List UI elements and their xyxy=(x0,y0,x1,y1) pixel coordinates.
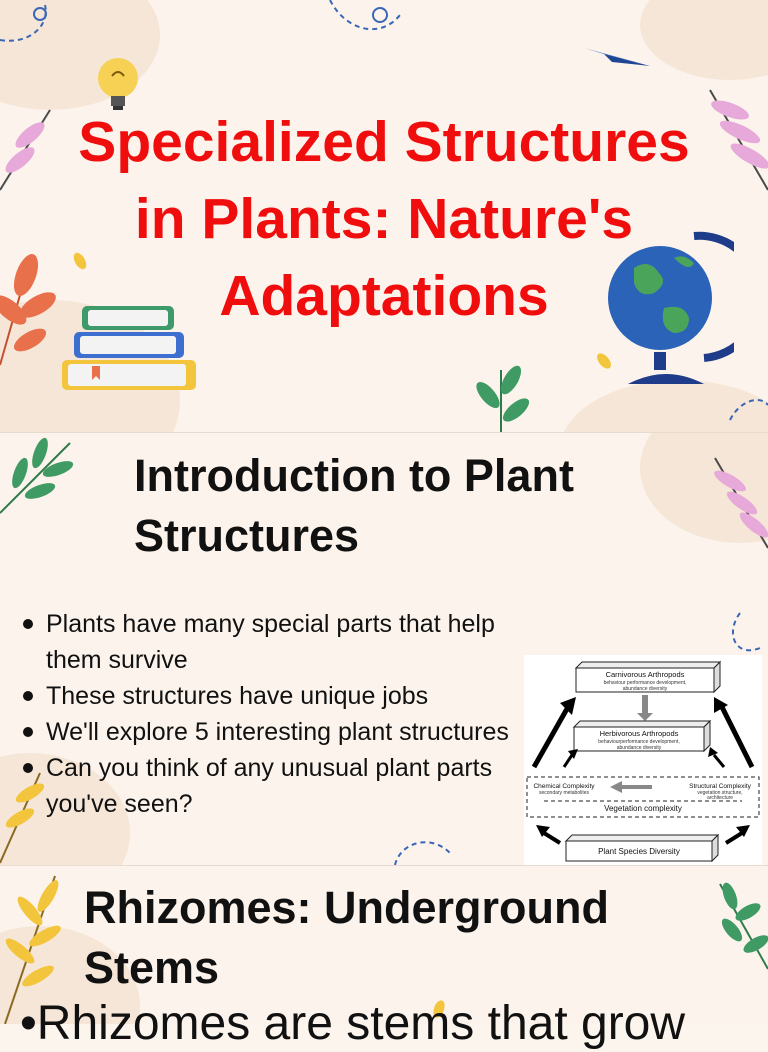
rhizome-bullet-partial: •Rhizomes are stems that grow xyxy=(20,997,686,1050)
diagram-label: behaviour performance development, xyxy=(604,680,687,686)
bullet-item: Can you think of any unusual plant parts… xyxy=(20,750,520,822)
slide-divider xyxy=(0,432,768,433)
bullet-item: We'll explore 5 interesting plant struct… xyxy=(20,714,520,750)
diagram-label: vegetation structure, xyxy=(697,790,742,796)
slide-title: Specialized Structures in Plants: Nature… xyxy=(0,0,768,432)
slide-heading: Rhizomes: Underground Stems xyxy=(84,878,724,998)
title-line: in Plants: Nature's xyxy=(134,187,634,251)
slide-rhizomes xyxy=(0,866,768,1024)
diagram-label: Carnivorous Arthropods xyxy=(606,670,685,679)
slide-heading: Introduction to Plant Structures xyxy=(134,446,694,566)
heading-line: Stems xyxy=(84,942,220,993)
diagram-label: behaviourperformance development, xyxy=(598,739,679,745)
dashed-doodle-lines xyxy=(0,0,768,421)
diagram-label: architecture xyxy=(707,795,733,801)
plant-diversity-box xyxy=(565,840,713,862)
carnivorous-box xyxy=(575,667,715,693)
orange-leaf-icon xyxy=(0,254,56,366)
yellow-leaf-icon xyxy=(597,353,611,369)
green-leaf-icon xyxy=(476,365,530,432)
presentation-title: Specialized Structures in Plants: Nature… xyxy=(0,104,768,335)
bullet-item: These structures have unique jobs xyxy=(20,678,520,714)
title-line: Specialized Structures xyxy=(78,110,690,174)
herbivorous-box xyxy=(573,726,705,752)
bullet-list: Plants have many special parts that help… xyxy=(20,606,520,822)
yellow-leaf-icon xyxy=(0,772,45,864)
pink-leaf-icon xyxy=(709,89,768,191)
vegetation-complexity-box xyxy=(526,776,760,818)
diagram-label: secondary metabolites xyxy=(539,790,590,796)
books-stack-icon xyxy=(62,306,196,390)
heading-line: Rhizomes: Underground xyxy=(84,882,609,933)
diagram-label: Vegetation complexity xyxy=(604,804,682,813)
green-leaf-icon xyxy=(719,882,768,970)
diagram-label: Structural Complexity xyxy=(689,783,752,790)
dashed-doodle-lines xyxy=(394,612,761,865)
heading-line: Structures xyxy=(134,510,360,561)
yellow-leaf-icon xyxy=(433,1000,445,1018)
title-line: Adaptations xyxy=(219,264,549,328)
diagram-label: abundance diversity xyxy=(623,686,668,692)
yellow-leaf-icon xyxy=(73,252,87,270)
heading-line: Introduction to Plant xyxy=(134,450,574,501)
yellow-leaf-icon xyxy=(4,875,61,1024)
globe-icon xyxy=(608,231,734,384)
pink-leaf-icon xyxy=(0,109,51,191)
light-bulb-icon xyxy=(98,58,138,110)
paper-plane-icon xyxy=(584,48,650,66)
diagram-label: Plant Species Diversity xyxy=(598,847,680,856)
bullet-item: Plants have many special parts that help… xyxy=(20,606,520,678)
diagram-label: abundance diversity xyxy=(617,745,662,751)
slide-divider xyxy=(0,865,768,866)
pink-leaf-icon xyxy=(714,457,768,549)
complexity-diagram: Carnivorous Arthropods behaviour perform… xyxy=(524,655,762,865)
diagram-label: Herbivorous Arthropods xyxy=(600,729,679,738)
diagram-label: Chemical Complexity xyxy=(533,783,595,790)
green-leaf-icon xyxy=(0,437,74,514)
